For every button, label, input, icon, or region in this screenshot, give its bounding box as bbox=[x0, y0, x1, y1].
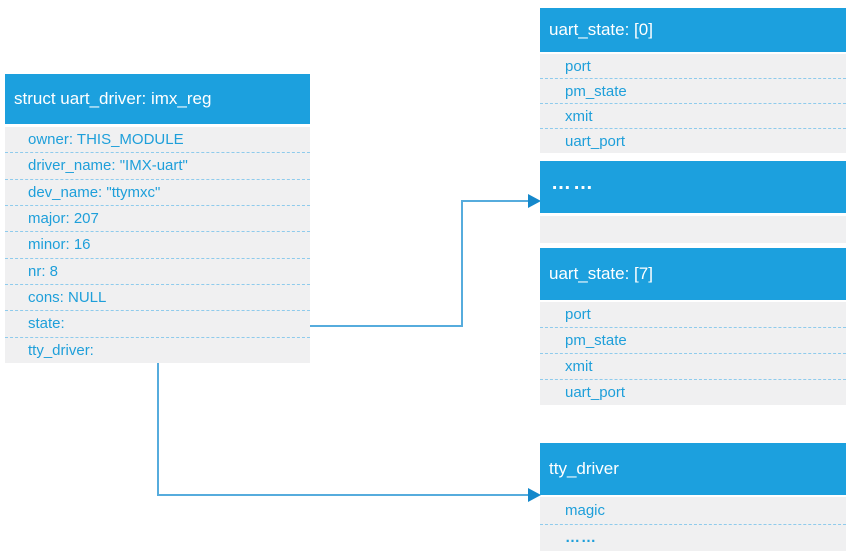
uart-state-0-body: port pm_state xmit uart_port bbox=[540, 54, 846, 153]
field-driver-name: driver_name: "IMX-uart" bbox=[5, 153, 310, 180]
uart-state-ellipsis-bar: …… bbox=[540, 161, 846, 243]
field-owner: owner: THIS_MODULE bbox=[5, 127, 310, 154]
uart-state-0-box: uart_state: [0] port pm_state xmit uart_… bbox=[540, 8, 846, 153]
field-tty-ellipsis: …… bbox=[565, 529, 597, 547]
ellipsis-label-bar: …… bbox=[540, 161, 846, 213]
field-cons: cons: NULL bbox=[5, 285, 310, 312]
field-port-0: port bbox=[540, 54, 846, 79]
struct-uart-driver-title: struct uart_driver: imx_reg bbox=[5, 74, 310, 124]
uart-state-7-box: uart_state: [7] port pm_state xmit uart_… bbox=[540, 248, 846, 405]
field-uart-port-7: uart_port bbox=[565, 384, 626, 401]
field-port-7: port bbox=[540, 302, 846, 328]
struct-uart-driver-box: struct uart_driver: imx_reg owner: THIS_… bbox=[5, 74, 310, 363]
field-nr: nr: 8 bbox=[5, 259, 310, 285]
field-minor: minor: 16 bbox=[5, 232, 310, 259]
field-xmit-0: xmit bbox=[540, 104, 846, 129]
field-tty-driver: tty_driver: bbox=[28, 341, 94, 359]
tty-driver-box: tty_driver magic …… bbox=[540, 443, 846, 551]
field-xmit-7: xmit bbox=[540, 354, 846, 380]
arrow-ttydriver-to-tty-driver bbox=[157, 363, 541, 502]
tty-driver-body: magic …… bbox=[540, 497, 846, 551]
field-state: state: bbox=[5, 311, 310, 338]
tty-driver-title: tty_driver bbox=[540, 443, 846, 495]
field-major: major: 207 bbox=[5, 206, 310, 233]
struct-uart-driver-body: owner: THIS_MODULE driver_name: "IMX-uar… bbox=[5, 127, 310, 363]
field-uart-port-0: uart_port bbox=[565, 132, 626, 150]
field-pm-state-0: pm_state bbox=[540, 79, 846, 104]
ellipsis-label: …… bbox=[551, 171, 595, 194]
uart-state-7-body: port pm_state xmit uart_port bbox=[540, 302, 846, 405]
arrow-state-to-uart-state bbox=[310, 194, 541, 327]
uart-state-7-title: uart_state: [7] bbox=[540, 248, 846, 300]
field-pm-state-7: pm_state bbox=[540, 328, 846, 354]
ellipsis-gray-stub bbox=[540, 216, 846, 243]
field-dev-name: dev_name: "ttymxc" bbox=[5, 180, 310, 206]
uart-state-0-title: uart_state: [0] bbox=[540, 8, 846, 52]
field-magic: magic bbox=[540, 497, 846, 525]
